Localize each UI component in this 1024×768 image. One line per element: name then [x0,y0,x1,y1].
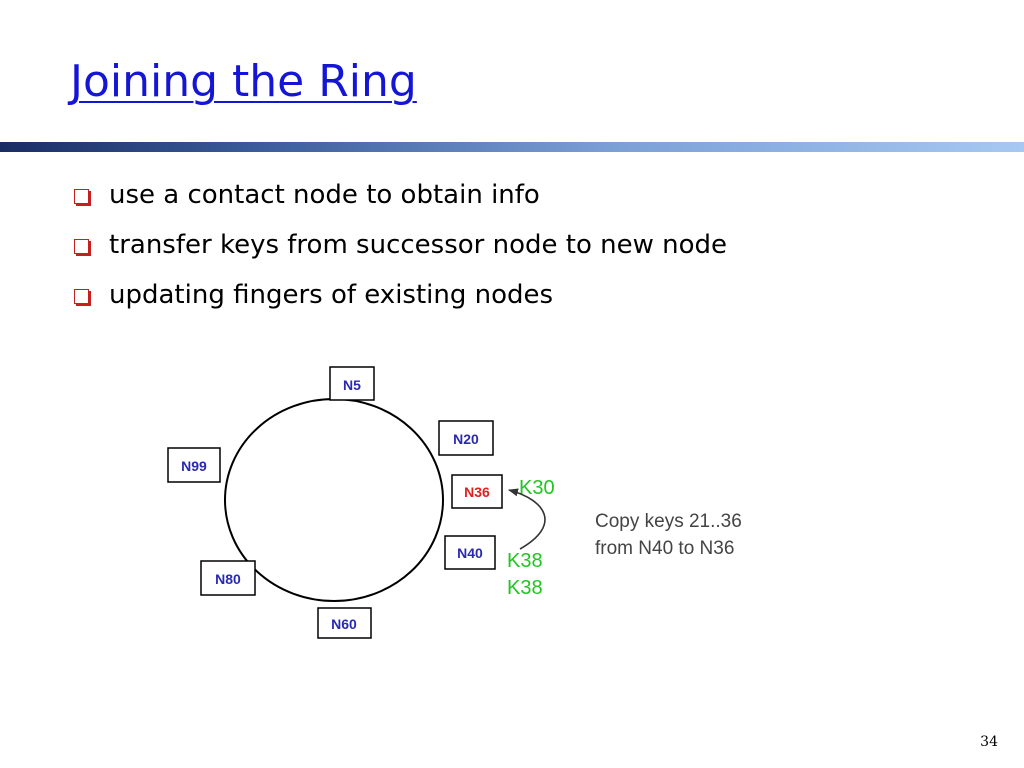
node-n99: N99 [167,447,221,483]
node-box [200,560,256,596]
slide-title: Joining the Ring [70,56,417,107]
bullet-text: updating fingers of existing nodes [109,280,554,310]
node-label: N99 [181,458,207,474]
node-n40: N40 [444,535,496,570]
key-label-k38: K38 [507,550,543,572]
bullet-item: use a contact node to obtain info [72,170,727,220]
node-box [451,474,503,509]
box-bullet-icon [74,238,89,254]
node-box [329,366,375,401]
node-label: N80 [215,571,241,587]
page-number: 34 [980,734,998,750]
bullet-list: use a contact node to obtain info transf… [72,170,727,320]
box-bullet-icon [74,288,89,304]
title-underline-bar [0,142,1024,152]
bullet-item: updating fingers of existing nodes [72,270,727,320]
node-label: N40 [457,545,483,561]
node-label: N36 [464,484,490,500]
node-n5: N5 [329,366,375,401]
copy-keys-note-line2: from N40 to N36 [595,538,734,559]
node-n60: N60 [317,607,372,639]
node-label: N60 [331,616,357,632]
bullet-item: transfer keys from successor node to new… [72,220,727,270]
node-label: N20 [453,431,479,447]
box-bullet-icon [74,188,89,204]
key-label-k38: K38 [507,577,543,599]
copy-keys-note-line1: Copy keys 21..36 [595,511,742,532]
bullet-text: use a contact node to obtain info [109,180,540,210]
node-n36: N36 [451,474,503,509]
node-box [317,607,372,639]
key-label-k30: K30 [519,477,555,499]
node-n20: N20 [438,420,494,456]
key-transfer-arrow [508,488,546,550]
ring-circle [224,398,444,602]
node-box [438,420,494,456]
bullet-text: transfer keys from successor node to new… [109,230,728,260]
node-box [167,447,221,483]
node-box [444,535,496,570]
node-label: N5 [343,377,361,393]
node-n80: N80 [200,560,256,596]
